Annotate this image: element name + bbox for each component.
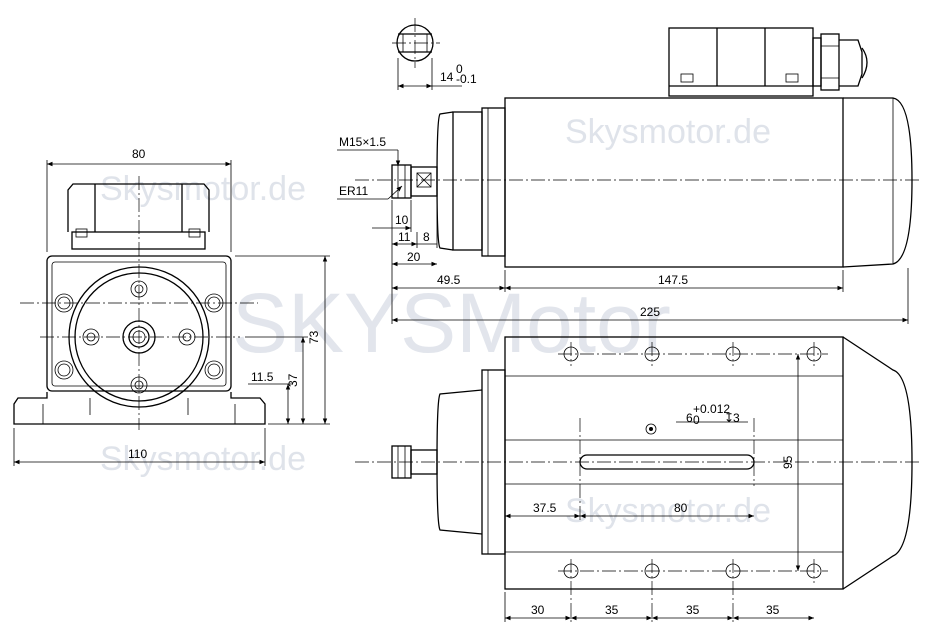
dim-49-5: 49.5	[437, 273, 461, 287]
dim-225: 225	[640, 305, 660, 319]
dim-30: 30	[531, 603, 545, 617]
shaft-detail: 14 0 -0.1	[392, 18, 477, 90]
dim-35-b: 35	[686, 603, 700, 617]
dim-front-width-top: 80	[132, 147, 146, 161]
dim-front-height-base: 11.5	[251, 370, 274, 384]
dim-thread: M15×1.5	[339, 135, 386, 149]
dim-slot-width: 6	[686, 411, 693, 425]
dim-8: 8	[423, 230, 430, 244]
dim-front-height-axis: 37	[286, 373, 300, 387]
front-view	[13, 176, 266, 430]
dim-front-width-base: 110	[128, 447, 147, 461]
dim-37-5: 37.5	[533, 501, 557, 515]
dim-80: 80	[674, 501, 688, 515]
side-view	[355, 27, 920, 268]
bottom-view-dimensions: 6 +0.012 0 ↧ 3 95 37.5 80 30 35 35 35	[504, 354, 814, 622]
dim-10: 10	[395, 213, 409, 227]
dim-35-c: 35	[766, 603, 780, 617]
dim-collet: ER11	[339, 184, 368, 198]
watermarks: SKYSMotor Skysmotor.de Skysmotor.de Skys…	[100, 113, 771, 530]
dim-11: 11	[398, 230, 411, 244]
dim-20: 20	[407, 250, 421, 264]
side-view-dimensions: M15×1.5 ER11 10 11 8 20 49.5 147.5 225	[337, 135, 909, 324]
dim-slot-depth-symbol: ↧	[724, 411, 734, 425]
dim-slot-tol-lower: 0	[693, 413, 700, 427]
dim-front-height-total: 73	[307, 330, 321, 344]
dim-147-5: 147.5	[658, 273, 688, 287]
dim-shaft-tol-lower: -0.1	[456, 72, 477, 86]
watermark-top: Skysmotor.de	[565, 113, 771, 151]
watermark-mid-left: Skysmotor.de	[100, 170, 306, 208]
dim-slot-tol-upper: +0.012	[693, 402, 730, 416]
dim-shaft-flat: 14	[440, 70, 454, 84]
watermark-main: SKYSMotor	[232, 276, 671, 370]
watermark-bottom-right: Skysmotor.de	[565, 492, 771, 530]
dim-slot-depth: 3	[733, 411, 740, 425]
bottom-view	[355, 336, 920, 622]
watermark-bottom-left: Skysmotor.de	[100, 440, 306, 478]
front-view-dimensions: 80 110 73 37 11.5	[13, 147, 330, 466]
dim-35-a: 35	[605, 603, 619, 617]
dim-shaft-tol-upper: 0	[456, 62, 463, 76]
dim-95: 95	[781, 455, 795, 469]
